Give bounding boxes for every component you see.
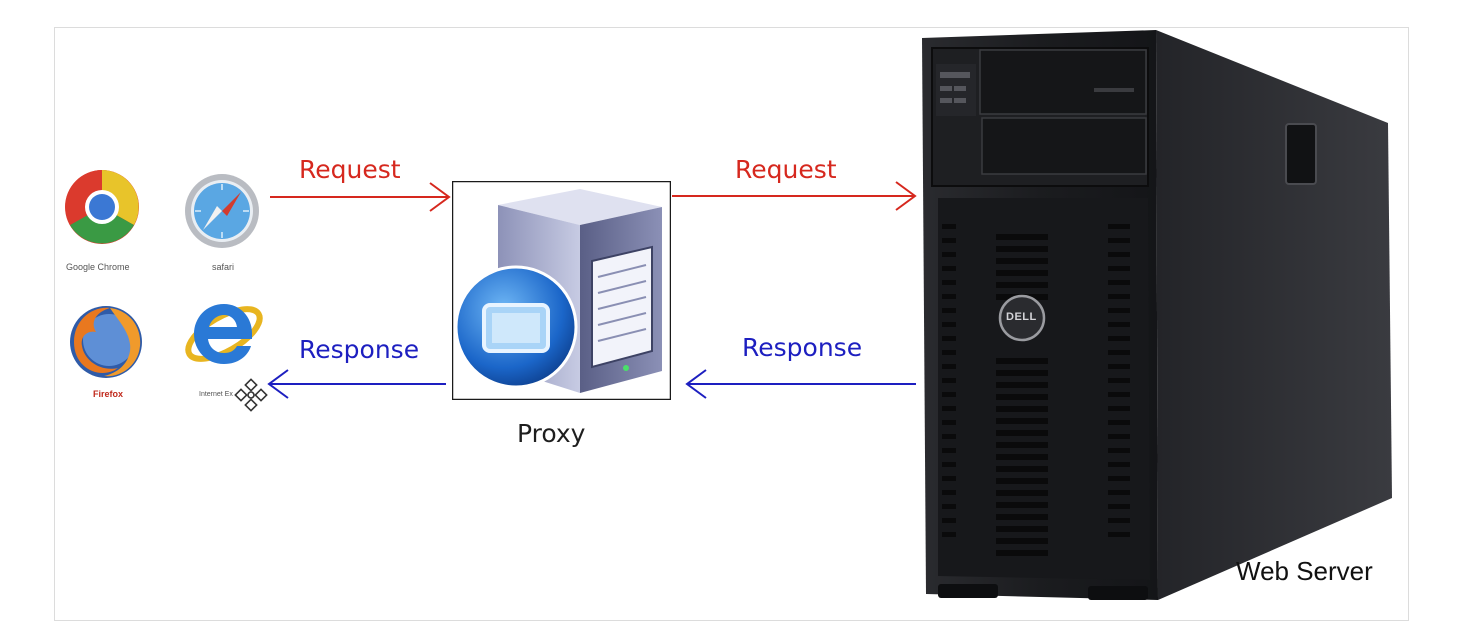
browser-label-chrome: Google Chrome (66, 262, 130, 272)
internet-explorer-icon (180, 292, 266, 378)
server-brand-logo: DELL (1006, 311, 1037, 323)
browser-label-safari: safari (212, 262, 235, 272)
request-label-right: Request (735, 155, 837, 184)
web-server-icon (918, 28, 1394, 612)
response-arrow-left (267, 369, 446, 399)
proxy-label: Proxy (517, 419, 586, 448)
firefox-icon (66, 302, 146, 382)
request-arrow-left (270, 182, 451, 212)
proxy-server-icon (452, 181, 671, 400)
safari-icon (183, 172, 261, 250)
move-cursor-icon (234, 378, 268, 412)
web-server-label: Web Server (1236, 556, 1373, 586)
response-label-left: Response (299, 335, 420, 364)
request-arrow-right (672, 181, 917, 211)
chrome-icon (63, 168, 141, 246)
response-arrow-right (685, 369, 916, 399)
browser-label-ie: Internet Ex (199, 391, 233, 398)
request-label-left: Request (299, 155, 401, 184)
response-label-right: Response (742, 333, 863, 362)
browser-label-firefox: Firefox (93, 389, 124, 399)
